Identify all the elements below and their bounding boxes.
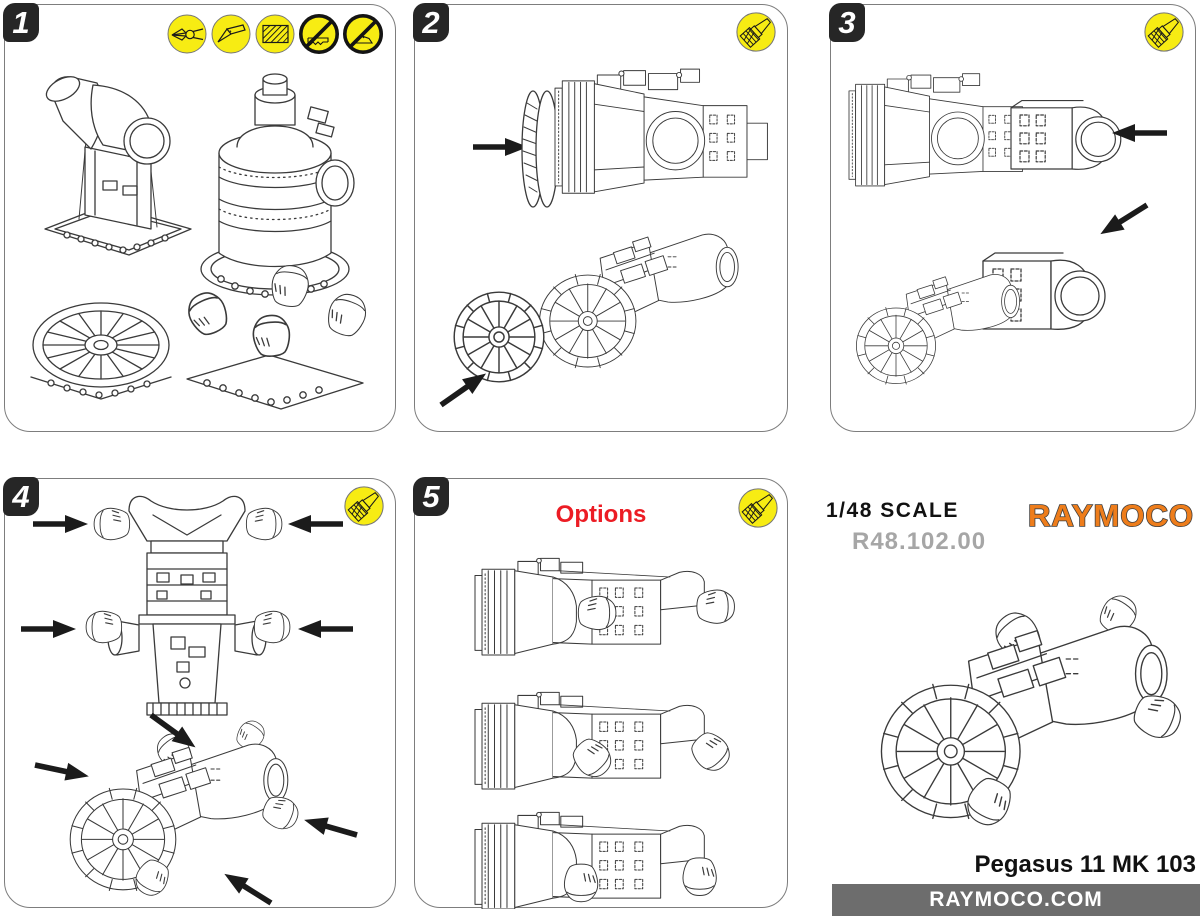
option-nozzles-down-drawing: [474, 811, 717, 909]
hobby-knife-icon: [211, 14, 251, 54]
step-2-drawing: [435, 68, 768, 414]
assembly-arrow: [297, 619, 354, 639]
step-number: 3: [838, 5, 856, 40]
assembly-arrow: [287, 514, 344, 534]
step-number: 1: [12, 5, 30, 40]
step-panel-4: 4: [3, 477, 396, 909]
kit-number: R48.102.00: [852, 528, 987, 555]
step-panel-3: 3: [829, 3, 1196, 432]
website-url: RAYMOCO.COM: [929, 888, 1103, 911]
subject-title: Pegasus 11 MK 103: [974, 851, 1196, 878]
finished-engine-drawing: [856, 582, 1200, 850]
brand-logo: RAYMOCO: [1027, 497, 1194, 534]
step-number: 2: [422, 5, 440, 40]
step-number-badge: 3: [829, 3, 865, 42]
glue-brush-icon: [344, 486, 384, 526]
sprue-cutters-icon: [167, 14, 207, 54]
website-bar: RAYMOCO.COM: [832, 884, 1200, 916]
brand-logo-text: RAYMOCO: [1028, 498, 1194, 533]
part-fan-wheel-drawing: [30, 302, 172, 400]
assembly-arrow: [32, 755, 92, 786]
step-number: 5: [422, 479, 440, 514]
resin-parts-drawing: [30, 73, 372, 410]
options-label: Options: [555, 501, 647, 528]
step-number-badge: 1: [3, 3, 39, 42]
no-knife-icon: [342, 13, 384, 55]
no-saw-icon: [298, 13, 340, 55]
assembly-arrow: [20, 619, 77, 639]
sanding-icon: [255, 14, 295, 54]
tool-icon-row: [166, 13, 384, 55]
nozzle-part-drawing: [93, 507, 131, 541]
step-panel-5: 5 Options: [413, 477, 788, 909]
fan-wheel-drawing: [453, 291, 545, 383]
exhaust-duct-part-drawing: [1010, 100, 1122, 170]
part-exhaust-duct-drawing: [44, 76, 192, 256]
assembly-arrow: [218, 865, 277, 909]
nozzle-part-drawing: [245, 507, 283, 541]
step-number: 4: [12, 479, 30, 514]
scale-label: 1/48 SCALE: [826, 499, 959, 522]
nozzle-part-drawing: [85, 610, 123, 644]
step-3-drawing: [848, 73, 1168, 385]
option-nozzles-angled-drawing: [474, 691, 737, 790]
glue-brush-icon: [1144, 12, 1184, 52]
assembly-arrow: [300, 810, 361, 845]
glue-brush-icon: [736, 12, 776, 52]
assembly-arrow: [1094, 196, 1153, 243]
glue-brush-icon: [738, 488, 778, 528]
step-number-badge: 4: [3, 477, 39, 516]
part-nozzles-drawing: [182, 262, 372, 410]
option-nozzles-aft-drawing: [474, 557, 736, 656]
step-4-drawing: [20, 495, 361, 909]
nozzle-part-drawing: [253, 610, 291, 644]
assembly-arrow: [472, 137, 529, 157]
step-number-badge: 5: [413, 477, 449, 516]
step-panel-2: 2: [413, 3, 788, 432]
engine-side-view-drawing: [554, 68, 768, 194]
assembly-arrow: [32, 514, 89, 534]
step-5-drawing: [474, 557, 737, 909]
engine-front-view-drawing: [107, 495, 267, 716]
step-panel-1: 1: [3, 3, 396, 432]
part-engine-core-drawing: [200, 73, 355, 299]
step-number-badge: 2: [413, 3, 449, 42]
engine-three-quarter-drawing: [539, 233, 739, 369]
